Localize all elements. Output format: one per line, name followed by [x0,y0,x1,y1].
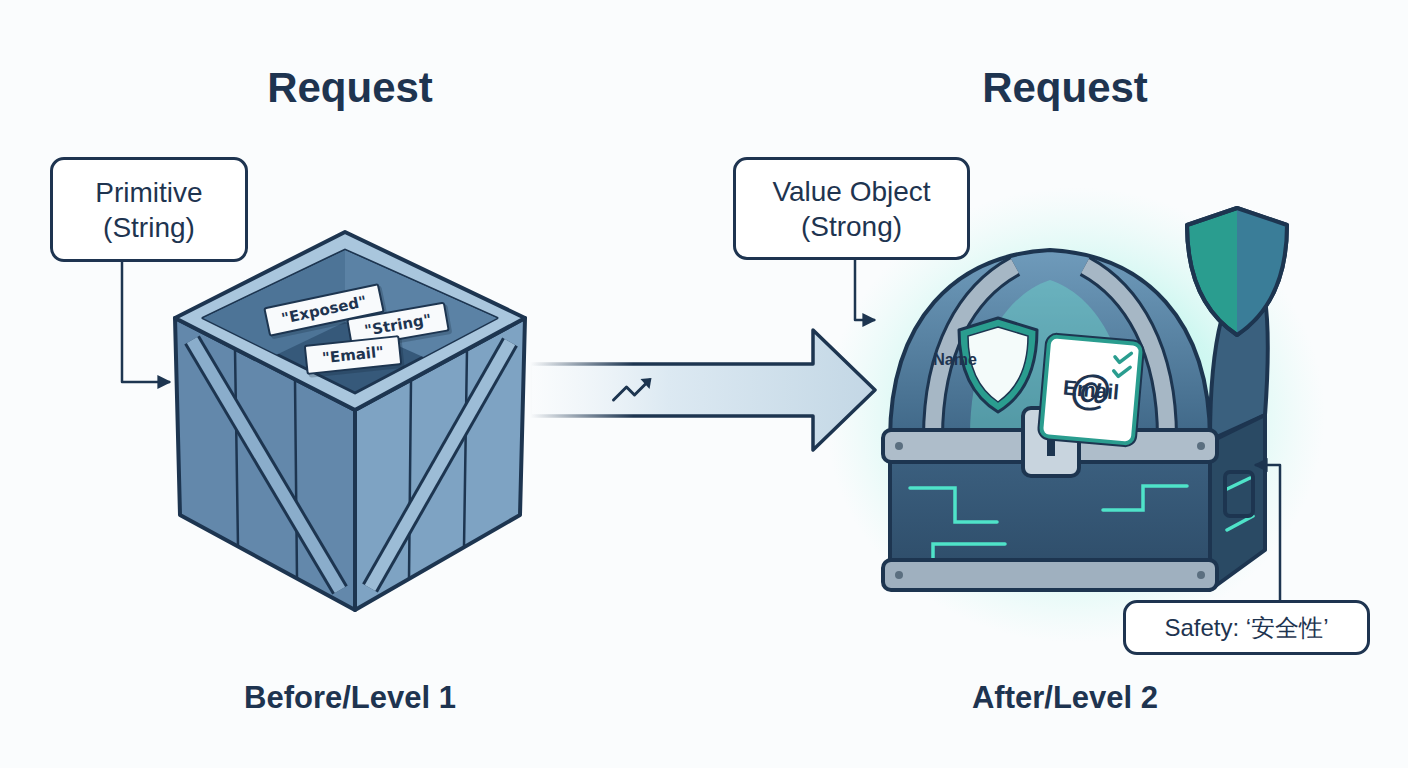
leader-line [1255,465,1280,600]
crate-inner-wall [203,250,497,390]
callout-box: Value Object (Strong) [733,157,970,260]
callout-box: Safety: ‘安全性’ [1123,600,1370,655]
check-marks [1110,350,1135,382]
shield-icon-part [1187,208,1287,335]
leader-line [855,260,875,320]
connector-arrow [530,330,875,450]
shield-icon-part [1187,208,1287,335]
callout-text: Value Object (Strong) [748,174,955,244]
connector-arrow [855,260,875,320]
strip-text: "Email" [321,343,384,367]
connector-arrow [122,262,170,382]
shield-inner [968,327,1028,402]
chest-box: RequestAfter/Level 2Name@Email [875,210,1255,570]
email-card: @Email [1039,334,1144,446]
callout-text: Safety: ‘安全性’ [1164,613,1328,643]
shield-label: Name [912,351,998,369]
block-arrow [530,330,875,450]
chest-rivet-part [895,442,903,450]
section-caption: Before/Level 1 [244,680,456,716]
section-heading: Request [267,64,433,112]
check-mark [1113,352,1131,377]
crate-box: RequestBefore/Level 1"Exposed""String""E… [170,210,530,570]
wooden-crate [175,232,525,610]
section-caption: After/Level 2 [972,680,1158,716]
trend-icon [614,380,650,400]
crate-opening [203,250,497,393]
crate-inner-wall-part [345,250,497,390]
callout-box: Primitive (String) [50,157,248,262]
chest-rivet-part [895,571,903,579]
paper-strip: "Email" [304,335,403,375]
callout-text: Primitive (String) [65,175,233,245]
shield-icon [1187,208,1287,335]
leader-line [122,262,170,382]
chest-band [883,560,1217,590]
shield-badge: Name [955,315,1041,415]
section-heading: Request [982,64,1148,112]
connector-arrow [1255,465,1280,600]
card-label: Email [1062,375,1120,406]
chest-handle [1225,472,1253,516]
chest-rivet-part [1197,571,1205,579]
circuit-line [910,478,1253,562]
trend-icon [641,378,652,389]
chest-rivet-part [1197,442,1205,450]
